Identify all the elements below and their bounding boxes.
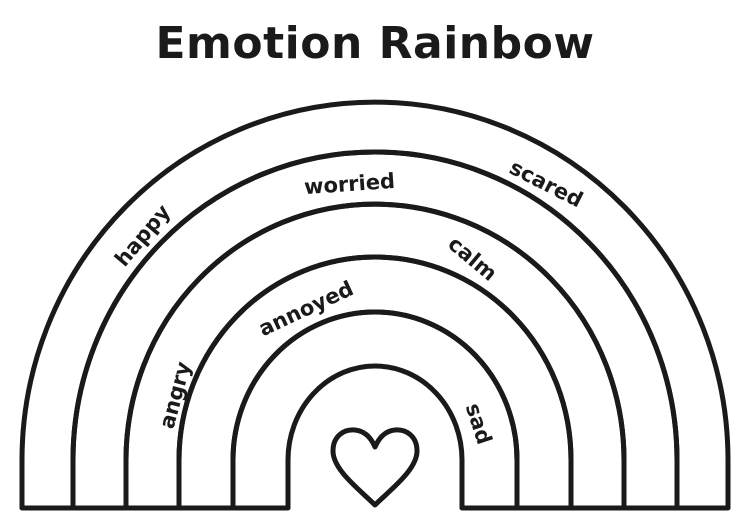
emotion-label-worried: worried <box>303 169 395 199</box>
emotion-label-sad: sad <box>461 400 497 447</box>
emotion-label-calm: calm <box>443 232 501 286</box>
page-title: Emotion Rainbow <box>155 18 595 69</box>
rainbow-band-5 <box>230 309 520 511</box>
rainbow-band-4 <box>176 254 574 511</box>
heart-icon <box>330 427 420 508</box>
rainbow-band-3 <box>123 201 627 511</box>
